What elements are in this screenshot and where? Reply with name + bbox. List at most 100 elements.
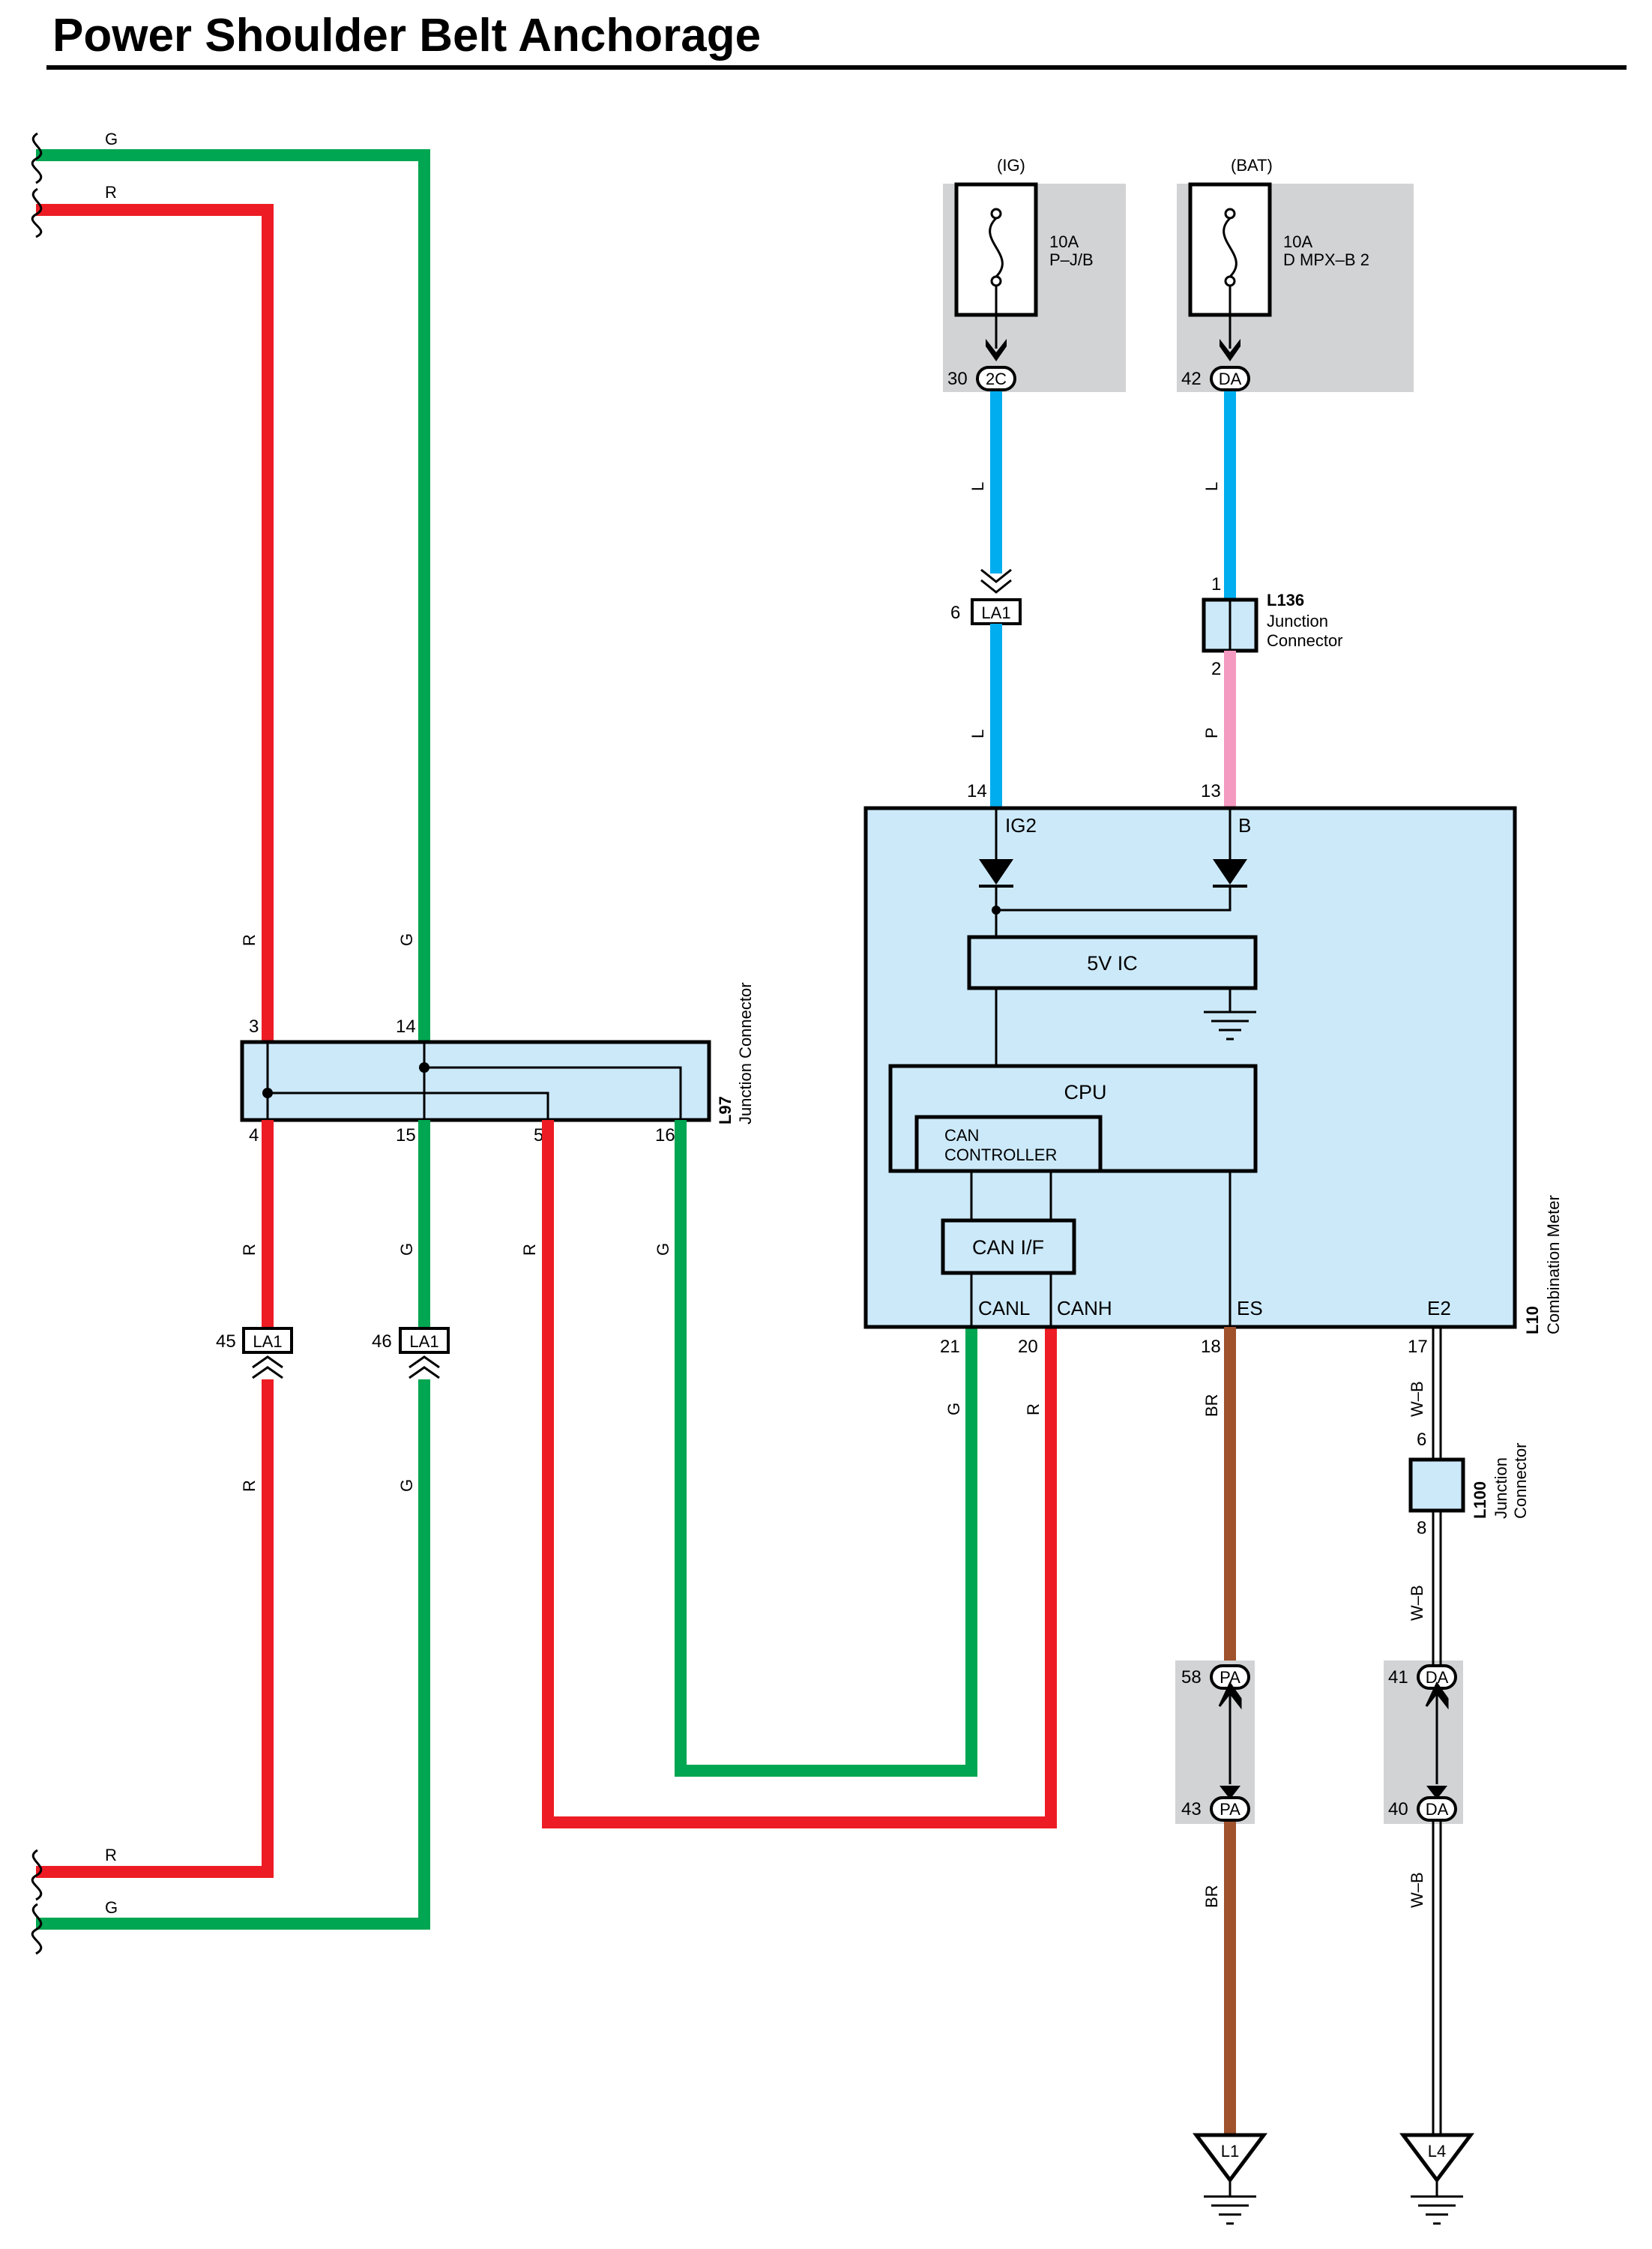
fuse-bat-rating: 10A bbox=[1283, 232, 1312, 251]
fuse-bat-conn-name: DA bbox=[1219, 370, 1242, 388]
l136-code: L136 bbox=[1267, 591, 1304, 609]
da-pin-41: 41 bbox=[1388, 1667, 1408, 1687]
wire-label-left-r-upper: R bbox=[240, 934, 259, 946]
wire-top-r bbox=[36, 204, 274, 1042]
l10-can-if bbox=[941, 1218, 1076, 1275]
l10-pin-20: 20 bbox=[1018, 1337, 1038, 1357]
fuse-ig-element bbox=[989, 217, 1004, 278]
wire-bottom-g bbox=[36, 1379, 430, 1930]
wire-label-ig-lower: L bbox=[968, 729, 987, 738]
pa-pin-43: 43 bbox=[1181, 1799, 1202, 1819]
l10-can-controller-line2: CONTROLLER bbox=[944, 1145, 1057, 1164]
la1-connector-r bbox=[242, 1327, 293, 1354]
l10-description: Combination Meter bbox=[1544, 1195, 1563, 1334]
l100-pin-6: 6 bbox=[1417, 1430, 1426, 1450]
l10-5v-ic-label: 5V IC bbox=[1087, 952, 1138, 975]
l100-line2: Connector bbox=[1511, 1442, 1530, 1519]
wire-label-left-g-mid: G bbox=[397, 1243, 416, 1256]
diode-ig2 bbox=[979, 859, 1013, 885]
l136-pin-1: 1 bbox=[1211, 574, 1221, 594]
da-connector-bottom bbox=[1417, 1796, 1457, 1822]
fuse-ig-arrow bbox=[986, 339, 1007, 361]
l10-pin-14: 14 bbox=[967, 781, 987, 801]
diode-b bbox=[1213, 859, 1247, 885]
l97-code: L97 bbox=[716, 1096, 735, 1124]
fuse-ig-terminal-top bbox=[990, 208, 1002, 220]
wire-label-es: BR bbox=[1202, 1394, 1221, 1417]
l10-5v-ic bbox=[967, 935, 1258, 990]
fuse-ig-connector bbox=[976, 366, 1016, 391]
fuse-bat-name: D MPX–B 2 bbox=[1283, 250, 1369, 269]
ic-ground-icon bbox=[1204, 1011, 1256, 1041]
la1-pin-6: 6 bbox=[950, 603, 960, 623]
ground-l1-symbol bbox=[1193, 2133, 1267, 2184]
fuse-bat-terminal-top bbox=[1224, 208, 1236, 220]
l97-pin-14: 14 bbox=[396, 1017, 416, 1037]
ground-l4-icon bbox=[1411, 2180, 1463, 2225]
fuse-bat-arrow bbox=[1220, 339, 1240, 361]
ground-l1-label: L1 bbox=[1221, 2142, 1239, 2161]
l10-sig-canh: CANH bbox=[1057, 1297, 1112, 1319]
l97-bridge-g bbox=[424, 1066, 682, 1120]
l10-sig-ig2: IG2 bbox=[1005, 814, 1037, 837]
pa-link-up bbox=[1218, 1682, 1242, 1784]
can-if-outputs bbox=[970, 1273, 1052, 1327]
l97-pin-15: 15 bbox=[396, 1125, 416, 1145]
l10-sig-b: B bbox=[1238, 814, 1251, 837]
la1-arrow-r bbox=[252, 1355, 283, 1379]
l10-can-controller bbox=[914, 1115, 1103, 1173]
wire-canl-loop bbox=[675, 1120, 977, 1777]
pa-pin-58: 58 bbox=[1181, 1667, 1202, 1687]
l10-can-if-label: CAN I/F bbox=[972, 1236, 1044, 1259]
l10-pin-21: 21 bbox=[940, 1337, 960, 1357]
fuse-ig-terminal-bottom bbox=[990, 275, 1002, 287]
wire-label-canl: G bbox=[944, 1403, 963, 1415]
wire-label-es-lower: BR bbox=[1202, 1885, 1221, 1908]
la1-name-g: LA1 bbox=[409, 1332, 438, 1351]
fuse-ig-rating: 10A bbox=[1049, 232, 1079, 251]
l10-code: L10 bbox=[1523, 1306, 1542, 1334]
l97-bridge-r bbox=[268, 1092, 549, 1120]
wire-label-canh: R bbox=[1024, 1403, 1043, 1415]
l100-line1: Junction bbox=[1492, 1457, 1510, 1519]
fuse-bat-element bbox=[1223, 217, 1238, 278]
wire-label-mid-g: G bbox=[654, 1243, 672, 1256]
page-title: Power Shoulder Belt Anchorage bbox=[52, 10, 761, 61]
da-link-up bbox=[1425, 1682, 1449, 1784]
l97-pin-4: 4 bbox=[249, 1125, 259, 1145]
wire-label-left-r-lower: R bbox=[240, 1480, 259, 1492]
wire-label-left-g-upper: G bbox=[397, 933, 416, 946]
fuse-bat-terminal-bottom bbox=[1224, 275, 1236, 287]
wire-label-e2: W–B bbox=[1408, 1381, 1426, 1417]
wire-e2-lower bbox=[1432, 1820, 1442, 2137]
l97-junction-dot-r bbox=[262, 1088, 273, 1098]
la1-arrow-g bbox=[409, 1355, 440, 1379]
pa-name-bottom: PA bbox=[1220, 1800, 1240, 1819]
ground-l4-symbol bbox=[1399, 2133, 1474, 2184]
wire-label-left-g-lower: G bbox=[397, 1479, 416, 1492]
la1-pin-46: 46 bbox=[372, 1331, 392, 1352]
wire-e2-upper bbox=[1432, 1327, 1442, 1460]
l10-pin-13: 13 bbox=[1201, 781, 1221, 801]
la1-pin-45: 45 bbox=[216, 1331, 236, 1352]
fuse-bat-connector bbox=[1210, 366, 1250, 391]
l10-sig-canl: CANL bbox=[978, 1297, 1030, 1319]
wire-label-e2-lower: W–B bbox=[1408, 1872, 1426, 1908]
la1-name-r: LA1 bbox=[253, 1332, 282, 1351]
diode-junction-dot bbox=[992, 906, 1001, 915]
wire-label-bat-upper: L bbox=[1202, 482, 1221, 491]
l136-line2: Connector bbox=[1267, 631, 1343, 650]
l136-line1: Junction bbox=[1267, 612, 1328, 630]
la1-name-ig: LA1 bbox=[981, 603, 1010, 622]
l97-junction-connector bbox=[240, 1040, 711, 1122]
ground-l4-label: L4 bbox=[1428, 2142, 1446, 2161]
break-mark-top-g bbox=[31, 132, 43, 184]
fuse-bat-pin: 42 bbox=[1181, 369, 1202, 389]
wire-label-mid-r: R bbox=[520, 1244, 539, 1256]
pa-arrow-down bbox=[1220, 1786, 1240, 1799]
da-arrow-down bbox=[1426, 1786, 1447, 1799]
wire-bottom-r bbox=[36, 1379, 274, 1878]
l100-pin-8: 8 bbox=[1417, 1518, 1426, 1538]
wire-label-bottom-r: R bbox=[105, 1846, 117, 1864]
